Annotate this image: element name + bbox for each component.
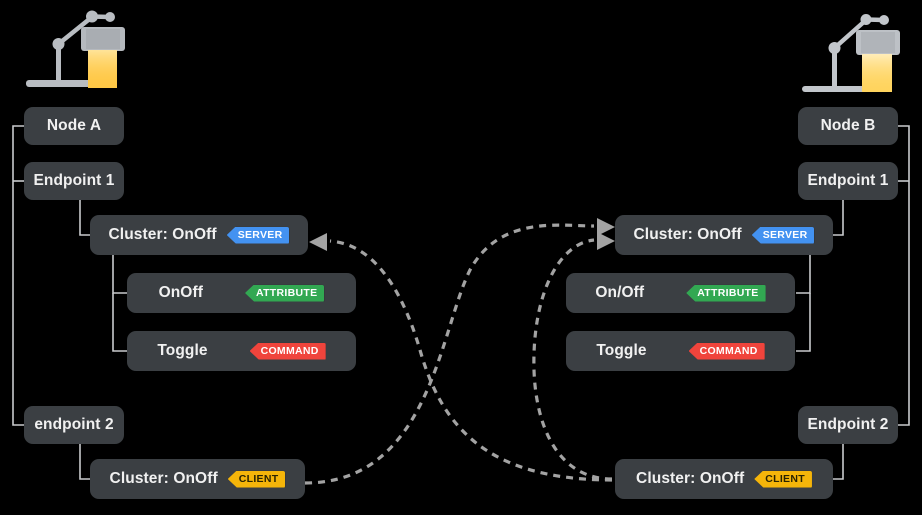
right-endpoint-1-label: Endpoint 1 [807,172,889,189]
right-endpoint-2-box[interactable]: Endpoint 2 [798,406,898,444]
right-cluster-client-label: Cluster: OnOff [636,470,745,487]
left-cluster-onoff-client-box[interactable]: Cluster: OnOff CLIENT [90,459,305,499]
flow-right-client-to-left-server [309,233,613,482]
right-endpoint-1-box[interactable]: Endpoint 1 [798,162,898,200]
left-endpoint-1-box[interactable]: Endpoint 1 [24,162,124,200]
node-a-label: Node A [46,117,102,134]
desk-lamp-icon-right [802,14,900,92]
left-command-label: Toggle [157,342,208,359]
left-cluster-server-label: Cluster: OnOff [108,226,217,243]
node-b-label: Node B [820,117,876,134]
desk-lamp-icon-left [26,10,125,88]
right-command-toggle-box[interactable]: Toggle COMMAND [566,331,795,371]
left-cluster-onoff-server-box[interactable]: Cluster: OnOff SERVER [90,215,308,255]
node-a-box[interactable]: Node A [24,107,124,145]
left-command-toggle-box[interactable]: Toggle COMMAND [127,331,356,371]
node-b-box[interactable]: Node B [798,107,898,145]
left-endpoint-1-label: Endpoint 1 [33,172,115,189]
right-cluster-onoff-client-box[interactable]: Cluster: OnOff CLIENT [615,459,833,499]
command-badge: COMMAND [688,342,765,360]
left-cluster-client-label: Cluster: OnOff [109,470,218,487]
right-attribute-label: On/Off [595,284,645,301]
flow-right-client-to-right-server [532,232,615,481]
left-attribute-onoff-box[interactable]: OnOff ATTRIBUTE [127,273,356,313]
right-command-label: Toggle [596,342,647,359]
right-endpoint-2-label: Endpoint 2 [807,416,889,433]
server-badge: SERVER [226,226,290,244]
attribute-badge: ATTRIBUTE [686,284,766,302]
client-badge: CLIENT [754,470,812,488]
left-endpoint-2-label: endpoint 2 [34,416,114,433]
right-attribute-onoff-box[interactable]: On/Off ATTRIBUTE [566,273,795,313]
flow-left-client-to-right-server [304,218,615,485]
command-badge: COMMAND [249,342,326,360]
right-cluster-server-label: Cluster: OnOff [633,226,742,243]
left-endpoint-2-box[interactable]: endpoint 2 [24,406,124,444]
right-cluster-onoff-server-box[interactable]: Cluster: OnOff SERVER [615,215,833,255]
attribute-badge: ATTRIBUTE [244,284,325,302]
client-badge: CLIENT [227,470,286,488]
left-attribute-label: OnOff [158,284,203,301]
server-badge: SERVER [751,226,815,244]
